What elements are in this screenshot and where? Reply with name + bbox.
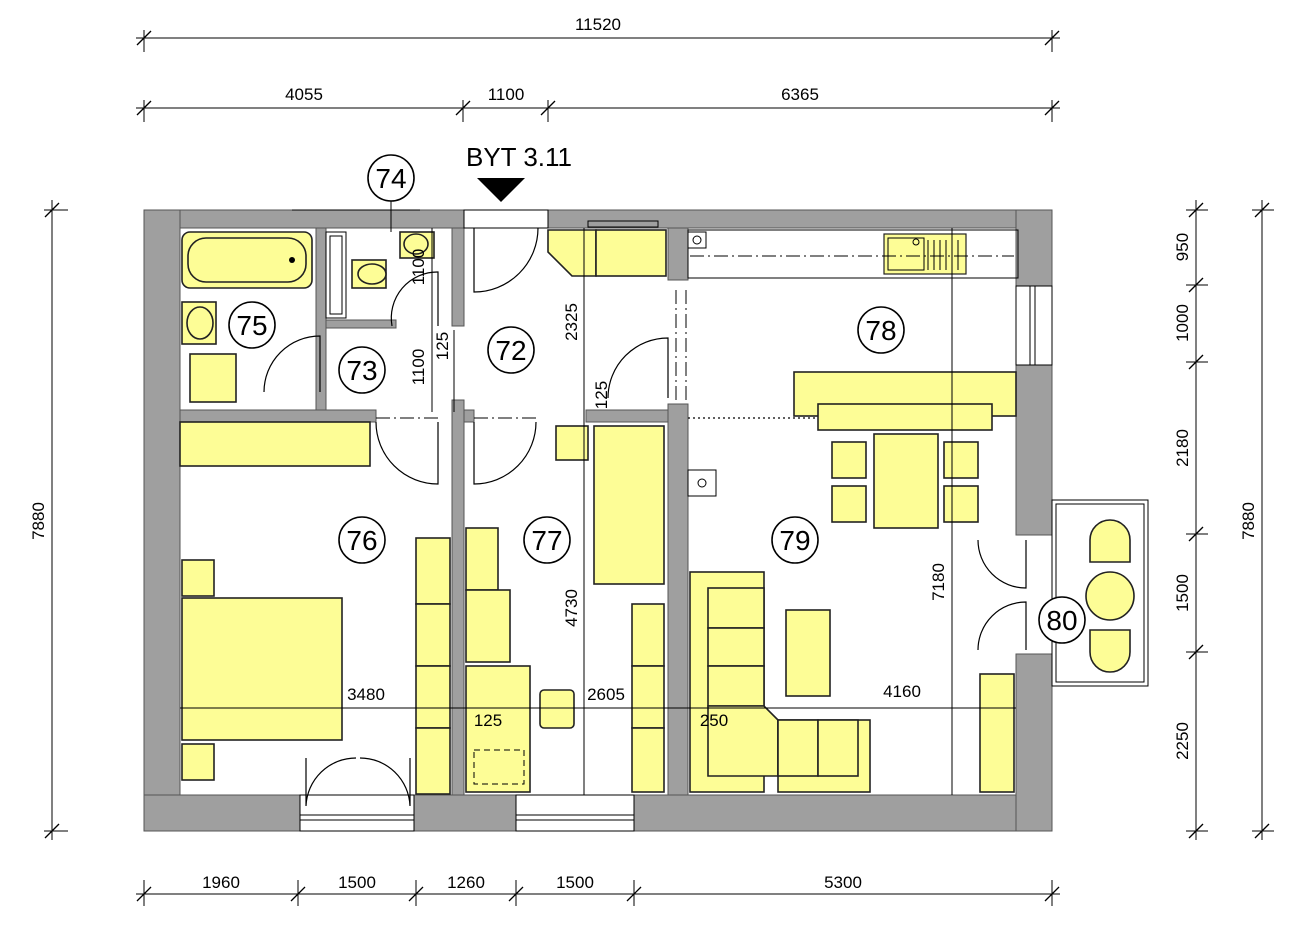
- room-77-label: 77: [531, 525, 562, 556]
- dim-bottom-seg5: 5300: [824, 873, 862, 892]
- balcony-chair-icon: [1089, 519, 1131, 563]
- inner-dimensions: 3480 125 2605 250 4160 4730 7180 2325 12…: [180, 228, 1016, 795]
- dimension-bottom: 1960 1500 1260 1500 5300: [136, 873, 1060, 906]
- room-79-label: 79: [779, 525, 810, 556]
- coffee-table-icon: [785, 609, 831, 697]
- dim-125-77: 125: [474, 711, 502, 730]
- room-78-label: 78: [865, 315, 896, 346]
- dim-top-seg1: 4055: [285, 85, 323, 104]
- room-74-label: 74: [375, 163, 406, 194]
- dim-bottom-seg3: 1260: [447, 873, 485, 892]
- dim-2605: 2605: [587, 685, 625, 704]
- dim-2325: 2325: [562, 303, 581, 341]
- single-bed-icon: [593, 425, 665, 585]
- room-76-label: 76: [346, 525, 377, 556]
- room-73-label: 73: [346, 355, 377, 386]
- washing-machine-icon: [189, 353, 237, 403]
- dim-right-seg3: 2180: [1173, 429, 1192, 467]
- tv-stand-icon: [979, 673, 1015, 793]
- chair-icon: [539, 689, 575, 729]
- dim-4730: 4730: [562, 589, 581, 627]
- dim-right-seg1: 950: [1173, 233, 1192, 261]
- dimension-right: 950 1000 2180 1500 2250 7880: [1173, 200, 1274, 840]
- dim-top-seg2: 1100: [488, 85, 525, 104]
- furniture: [179, 229, 1149, 795]
- room-80-label: 80: [1046, 605, 1077, 636]
- dim-125-72: 125: [433, 332, 452, 360]
- kitchen-sink-icon: [883, 233, 967, 275]
- windows: [292, 209, 1053, 832]
- dim-125-hall: 125: [592, 381, 611, 409]
- dim-4160: 4160: [883, 682, 921, 701]
- dim-top-seg3: 6365: [781, 85, 819, 104]
- dim-1100-wc: 1100: [409, 249, 428, 286]
- shoe-cabinet-icon: [547, 229, 597, 277]
- dim-right-seg4: 1500: [1173, 574, 1192, 612]
- dimension-top: 11520 4055 1100 6365: [136, 15, 1060, 122]
- dim-bottom-seg1: 1960: [202, 873, 240, 892]
- dim-bottom-seg2: 1500: [338, 873, 376, 892]
- dim-total-width: 11520: [575, 15, 621, 34]
- walls: [143, 209, 1053, 832]
- dim-right-total: 7880: [1239, 502, 1258, 540]
- dim-1100-73: 1100: [409, 349, 428, 386]
- room-labels: 74 75 73 72 78 76 77 79 80: [228, 154, 1086, 644]
- apartment-title: BYT 3.11: [466, 142, 572, 172]
- balcony-table-icon: [1085, 571, 1135, 621]
- dining-table-icon: [873, 433, 939, 529]
- dim-250: 250: [700, 711, 728, 730]
- double-bed-icon: [181, 597, 343, 741]
- desk-icon: [465, 665, 531, 793]
- room-75-label: 75: [236, 310, 267, 341]
- doors: [263, 227, 1027, 807]
- dim-bottom-seg4: 1500: [556, 873, 594, 892]
- dim-right-seg2: 1000: [1173, 304, 1192, 342]
- dim-3480: 3480: [347, 685, 385, 704]
- room-72-label: 72: [495, 335, 526, 366]
- shelf-icon: [415, 537, 451, 605]
- dim-7180: 7180: [929, 563, 948, 601]
- wardrobe-icon: [179, 421, 371, 467]
- dim-left-total: 7880: [29, 502, 48, 540]
- entrance-arrow-icon: [477, 178, 525, 202]
- dimension-left: 7880: [29, 200, 68, 840]
- dim-right-seg5: 2250: [1173, 722, 1192, 760]
- cabinet-icon: [465, 527, 499, 591]
